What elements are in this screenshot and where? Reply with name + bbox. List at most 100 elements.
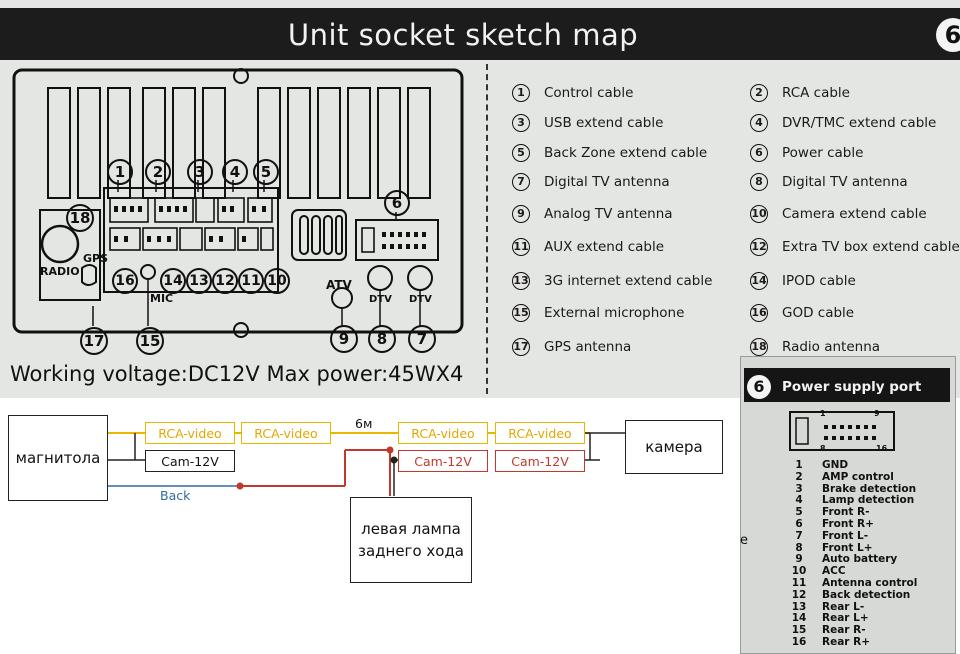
legend-number: 17	[512, 338, 530, 356]
dtv-label-2: DTV	[409, 294, 432, 305]
callout-15: 15	[136, 327, 164, 355]
legend-number: 1	[512, 84, 530, 102]
pin-function: Front R+	[822, 518, 874, 530]
callout-18: 18	[66, 204, 94, 232]
power-pin-row: 3 Brake detection	[788, 483, 916, 495]
pin-number: 8	[795, 541, 803, 554]
mount-hole	[233, 322, 249, 338]
reverse-lamp-box: левая лампа заднего хода	[350, 497, 472, 583]
legend-number: 15	[512, 304, 530, 322]
callout-8: 8	[368, 325, 396, 353]
callout-13: 13	[186, 268, 212, 294]
callout-9: 9	[330, 325, 358, 353]
legend-number: 14	[750, 272, 768, 290]
legend-number: 2	[750, 84, 768, 102]
gps-connector	[81, 264, 97, 286]
callout-6: 6	[384, 190, 410, 216]
callout-1: 1	[107, 159, 133, 185]
legend-number: 4	[750, 114, 768, 132]
legend-number: 5	[512, 144, 530, 162]
legend-number: 9	[512, 205, 530, 223]
legend-label: GPS antenna	[544, 339, 632, 355]
legend-number: 12	[750, 238, 768, 256]
rca-video-label-1: RCA-video	[145, 422, 235, 444]
legend-item: 13 3G internet extend cable	[512, 272, 712, 290]
pin-function: GND	[822, 459, 849, 471]
legend-label: Control cable	[544, 85, 634, 101]
camera-box: камера	[625, 420, 723, 474]
pin-function: Rear L+	[822, 612, 869, 625]
legend-number: 10	[750, 205, 768, 223]
pin-function: Rear R-	[822, 624, 866, 637]
radio-jack	[40, 224, 80, 264]
power-port-title: Power supply port	[782, 379, 922, 395]
junction-dot	[390, 456, 398, 464]
legend-number: 8	[750, 173, 768, 191]
pin-function: Front L-	[822, 529, 869, 542]
pin-function: Brake detection	[822, 482, 917, 495]
cable-length-label: 6м	[355, 416, 373, 431]
pin-function: Lamp detection	[822, 494, 915, 507]
pin-function: Rear R+	[822, 636, 871, 648]
legend-label: Digital TV antenna	[782, 174, 908, 190]
cam-12v-label-1: Cam-12V	[145, 450, 235, 472]
legend-label: RCA cable	[782, 85, 850, 101]
cam-12v-label-2: Cam-12V	[398, 450, 488, 472]
legend-label: AUX extend cable	[544, 239, 665, 255]
legend-label: Analog TV antenna	[544, 206, 673, 222]
legend-label: 3G internet extend cable	[544, 273, 713, 289]
callout-17: 17	[80, 327, 108, 355]
legend-item: 9 Analog TV antenna	[512, 205, 673, 223]
dtv-jack-2	[407, 265, 433, 291]
pin-function: AMP control	[822, 470, 894, 483]
cam-12v-label-3: Cam-12V	[495, 450, 585, 472]
pin-number: 6	[795, 518, 803, 530]
legend-label: USB extend cable	[544, 115, 664, 131]
socket-sketch	[12, 68, 464, 338]
title-bar	[0, 8, 960, 60]
legend-label: Digital TV antenna	[544, 174, 670, 190]
pin-number: 9	[795, 553, 803, 566]
legend-label: Radio antenna	[782, 339, 881, 355]
pin-number: 1	[795, 459, 803, 471]
plug-pin-8-label: 8	[820, 444, 826, 453]
legend-number: 11	[512, 238, 530, 256]
legend-number: 3	[512, 114, 530, 132]
callout-4: 4	[222, 159, 248, 185]
legend-label: Back Zone extend cable	[544, 145, 708, 161]
mic-jack	[140, 264, 156, 280]
pin-function: ACC	[822, 565, 846, 578]
callout-3: 3	[187, 159, 213, 185]
pin-number: 11	[791, 577, 807, 589]
pin-number: 5	[795, 506, 803, 519]
power-port-inset	[740, 356, 956, 654]
legend-number: 13	[512, 272, 530, 290]
power-port-badge: 6	[747, 375, 771, 399]
legend-label: External microphone	[544, 305, 685, 321]
pin-number: 3	[795, 482, 803, 495]
rca-video-label-3: RCA-video	[398, 422, 488, 444]
legend-number: 16	[750, 304, 768, 322]
legend-item: 1 Control cable	[512, 84, 633, 102]
mic-label: MIC	[150, 292, 174, 305]
callout-11: 11	[238, 268, 264, 294]
power-port-header	[744, 368, 950, 402]
power-plug-sketch	[789, 411, 895, 451]
pin-function: Rear L-	[822, 600, 865, 613]
junction-dot	[386, 446, 394, 454]
dtv-jack-1	[367, 265, 393, 291]
power-pin-row: 6 Front R+	[788, 518, 874, 530]
stray-character: e	[740, 533, 748, 548]
